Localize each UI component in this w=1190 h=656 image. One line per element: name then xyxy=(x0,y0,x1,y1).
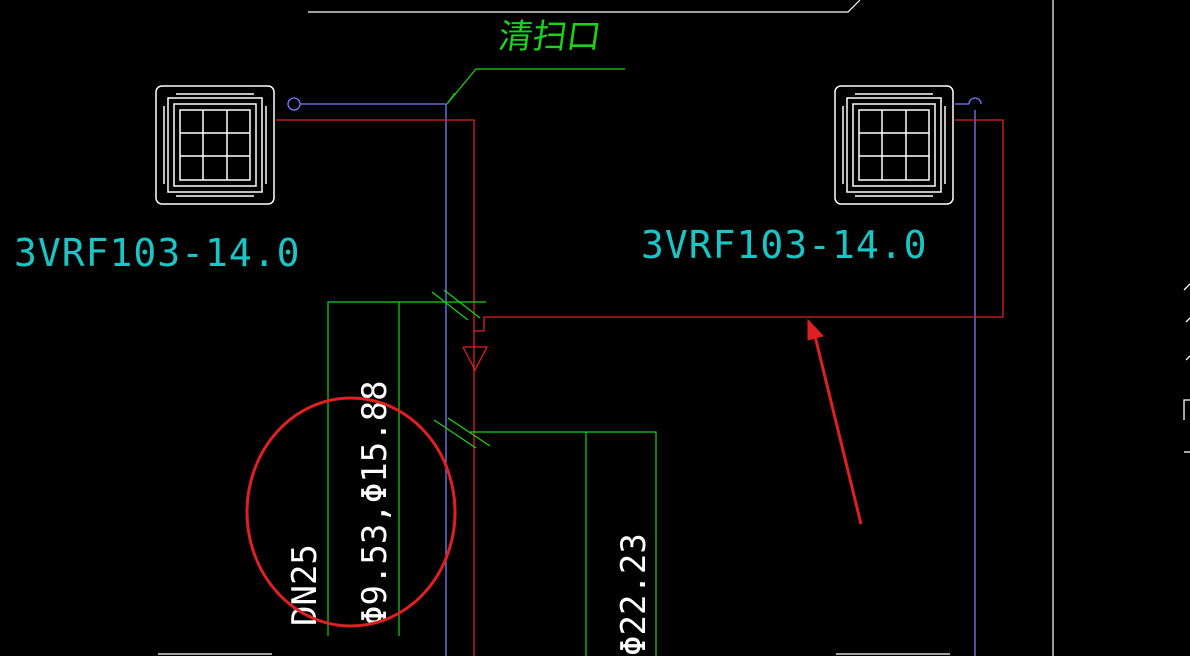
indoor-unit-1[interactable] xyxy=(155,85,275,205)
drawing-frame xyxy=(308,0,1054,656)
unit-1-label: 3VRF103-14.0 xyxy=(14,231,301,275)
unit-2-label: 3VRF103-14.0 xyxy=(641,223,928,267)
branch-pipe-size-label: Φ9.53,Φ15.88 xyxy=(355,380,395,626)
drain-pipe xyxy=(287,97,982,656)
cleanout-label: 清扫口 xyxy=(496,17,604,57)
cleanout-leader xyxy=(446,68,625,105)
highlight-circle xyxy=(245,396,457,628)
refrigerant-pipe xyxy=(276,119,1004,656)
pipe-annotation-frames xyxy=(327,289,657,656)
pointer-arrow xyxy=(807,318,863,525)
dn-label: DN25 xyxy=(285,544,325,626)
edge-fragment xyxy=(1183,283,1190,453)
indoor-unit-2[interactable] xyxy=(834,85,954,205)
main-pipe-size-label: Φ22.23 xyxy=(614,533,654,656)
